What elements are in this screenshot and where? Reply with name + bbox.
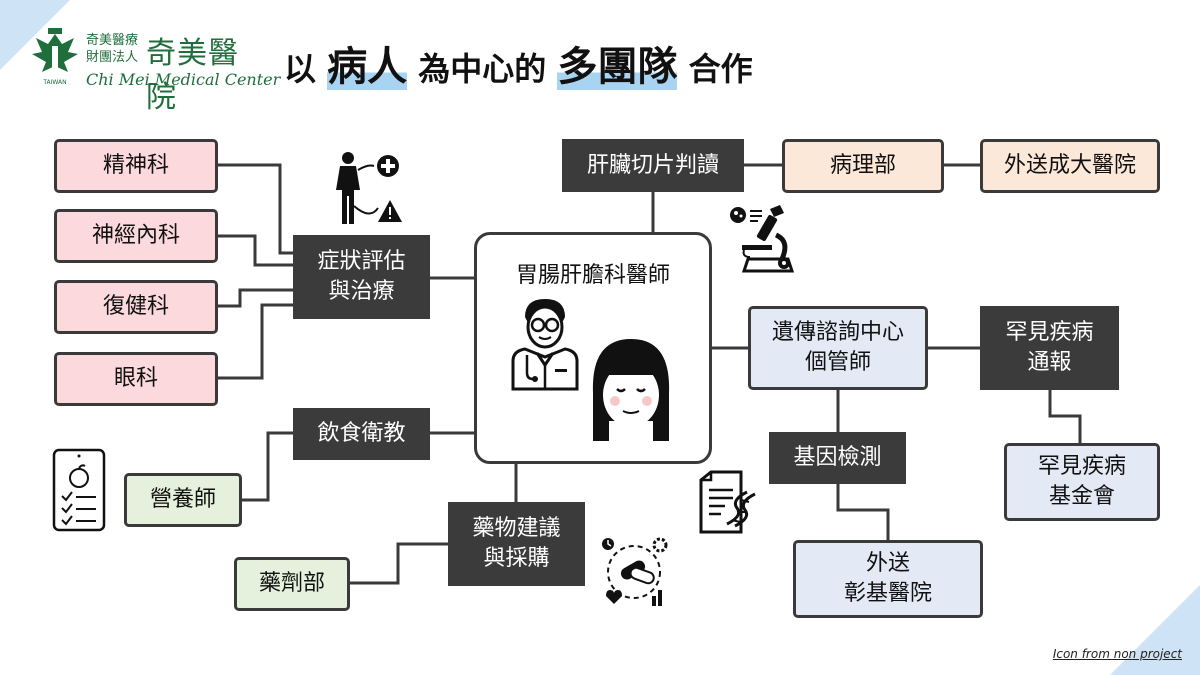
logo-name-zh: 奇美醫院 xyxy=(146,36,239,115)
node-ophthalmology: 眼科 xyxy=(54,352,218,406)
logo-org-line1: 奇美醫療 xyxy=(86,33,139,48)
node-pathology: 病理部 xyxy=(782,139,944,193)
connector-psychiatry xyxy=(218,163,293,255)
node-changhua-hospital: 外送 彰基醫院 xyxy=(793,540,983,618)
icon-credit: Icon from non project xyxy=(1052,647,1182,661)
node-neurology: 神經內科 xyxy=(54,209,218,263)
node-liver-biopsy: 肝臟切片判讀 xyxy=(562,139,744,192)
corner-decoration-bottom-right xyxy=(1110,585,1200,675)
connector-neurology xyxy=(218,234,293,267)
connector-rehab xyxy=(218,288,293,308)
connector-rare-foundation xyxy=(1048,390,1082,443)
logo-org-line2: 財團法人 xyxy=(86,50,139,65)
center-gastro-physician: 胃腸肝膽科醫師 xyxy=(474,232,712,464)
nutrition-tablet-icon xyxy=(52,448,106,532)
medication-icon xyxy=(602,537,668,606)
title-part5: 合作 xyxy=(688,50,753,88)
chi-mei-logo: TAIWAN 奇美醫療 財團法人 奇美醫院 Chi Mei Medical Ce… xyxy=(28,26,280,115)
node-genetic-counselling: 遺傳諮詢中心 個管師 xyxy=(748,306,928,390)
center-label: 胃腸肝膽科醫師 xyxy=(515,263,670,288)
node-psychiatry: 精神科 xyxy=(54,139,218,193)
title-part3: 為中心的 xyxy=(418,50,547,88)
doctor-icon xyxy=(511,299,579,391)
logo-name-en: Chi Mei Medical Center xyxy=(86,70,281,89)
node-ncku-hospital: 外送成大醫院 xyxy=(980,139,1160,193)
page-title: 以 病人 為中心的 多團隊 合作 xyxy=(284,34,753,92)
node-dietitian: 營養師 xyxy=(124,473,242,527)
logo-org-text: 奇美醫療 財團法人 xyxy=(86,32,138,66)
connector-dietitian xyxy=(242,431,293,502)
patient-symptom-icon xyxy=(336,152,402,224)
node-rehab: 復健科 xyxy=(54,280,218,334)
microscope-icon xyxy=(730,205,795,273)
title-part1: 以 xyxy=(284,50,317,88)
node-symptom-treatment: 症狀評估 與治療 xyxy=(293,235,430,319)
logo-badge-text: TAIWAN xyxy=(42,79,66,86)
node-pharmacy: 藥劑部 xyxy=(234,557,350,611)
title-part4: 多團隊 xyxy=(557,44,678,90)
node-rare-disease-foundation: 罕見疾病 基金會 xyxy=(1004,443,1160,521)
node-gene-test: 基因檢測 xyxy=(769,432,906,484)
eagle-logo-icon: TAIWAN xyxy=(32,28,78,86)
genetic-report-icon xyxy=(699,470,756,534)
title-part2: 病人 xyxy=(327,44,408,90)
connector-genetest-changhua xyxy=(836,484,890,540)
connector-pharmacy xyxy=(350,542,448,585)
patient-face-icon xyxy=(592,339,670,441)
node-diet-education: 飲食衛教 xyxy=(293,408,430,460)
node-rare-disease-report: 罕見疾病 通報 xyxy=(980,306,1119,390)
node-drug-advice: 藥物建議 與採購 xyxy=(448,502,585,586)
connector-ophthalmology xyxy=(218,303,293,380)
